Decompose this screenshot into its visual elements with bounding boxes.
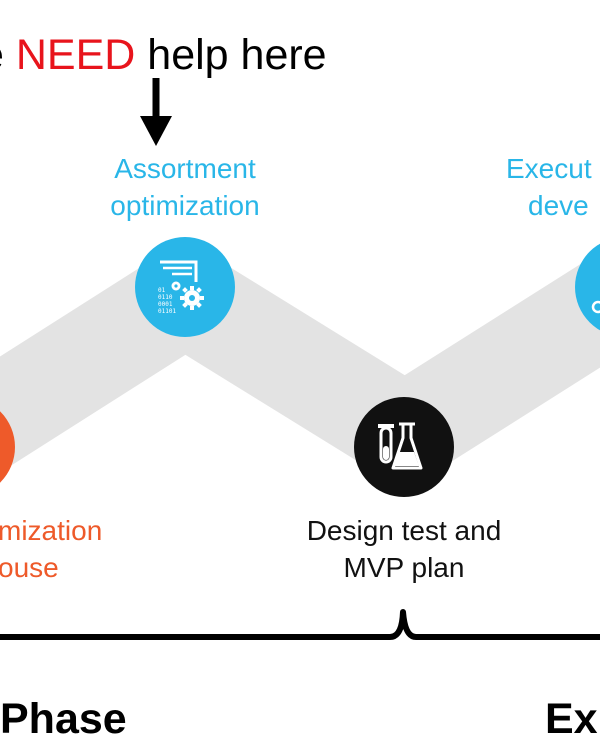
svg-text:01: 01 <box>158 287 166 294</box>
step-label-line: ouse <box>0 552 59 583</box>
zigzag-band <box>0 239 600 491</box>
assortment-node: 01 0110 0001 01101 <box>135 237 235 337</box>
step-label-line: MVP plan <box>343 552 465 583</box>
svg-text:0110: 0110 <box>158 294 173 301</box>
svg-text:01101: 01101 <box>158 308 176 315</box>
step-label-assortment: Assortment optimization <box>80 150 290 224</box>
step-label-execution: Execut deve <box>506 150 592 224</box>
phase-brace <box>0 609 600 640</box>
step-label-line: optimization <box>110 190 260 221</box>
headline: e NEED help here <box>0 30 327 80</box>
step-label-optimization: mization ouse <box>0 512 102 586</box>
lab-flask-icon <box>378 422 423 470</box>
orange-node <box>0 411 15 483</box>
svg-text:0001: 0001 <box>158 301 173 308</box>
step-label-design-test: Design test and MVP plan <box>279 512 529 586</box>
step-label-line: Assortment <box>114 153 256 184</box>
step-label-line: Execut <box>506 153 592 184</box>
step-label-line: mization <box>0 515 103 546</box>
step-label-line: deve <box>528 190 589 221</box>
step-label-line: Design test and <box>306 515 502 546</box>
down-arrow-icon <box>140 78 172 146</box>
headline-prefix: e <box>0 31 16 79</box>
design-test-node <box>354 397 454 497</box>
headline-highlight: NEED <box>15 31 136 79</box>
phase-heading-right: Ex <box>545 695 598 743</box>
headline-suffix: help here <box>135 31 327 79</box>
execution-node <box>575 243 600 331</box>
data-gears-icon: 01 0110 0001 01101 <box>158 260 204 315</box>
phase-heading-left: Phase <box>0 695 127 743</box>
